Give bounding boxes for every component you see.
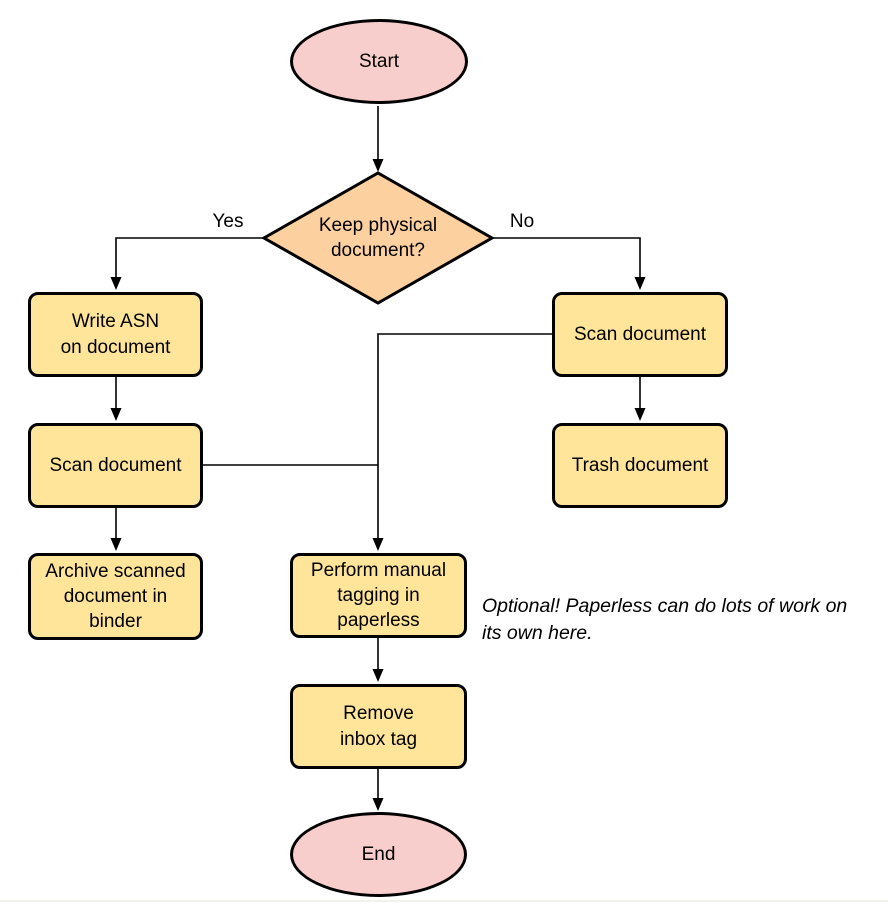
arrowhead: [372, 669, 384, 682]
edge-label-no: No: [509, 211, 535, 232]
node-perform-manual-tagging: Perform manual tagging in paperless: [290, 553, 467, 638]
arrowhead: [634, 408, 646, 421]
node-trash-document: Trash document: [552, 423, 728, 508]
edge-scanright-to-tagging: [377, 333, 552, 538]
arrowhead: [110, 408, 122, 421]
node-end: End: [290, 812, 467, 897]
arrowhead: [372, 538, 384, 551]
node-remove-inbox-tag: Remove inbox tag: [290, 684, 467, 769]
node-scan-document-right: Scan document: [552, 292, 728, 377]
edge-label-yes: Yes: [212, 211, 244, 232]
bottom-divider: [0, 900, 888, 902]
arrowhead: [110, 538, 122, 551]
node-start: Start: [290, 19, 468, 104]
arrowhead: [110, 277, 122, 290]
edge-yes-branch: [115, 237, 265, 277]
arrowhead: [634, 277, 646, 290]
node-decision-keep-physical: Keep physical document?: [318, 214, 438, 261]
optional-note: Optional! Paperless can do lots of work …: [482, 595, 848, 644]
node-write-asn-on-document: Write ASN on document: [28, 292, 203, 377]
arrowhead: [372, 159, 384, 172]
node-scan-document-left: Scan document: [28, 423, 203, 508]
edge-no-branch: [491, 237, 641, 277]
node-archive-scanned-document: Archive scanned document in binder: [28, 553, 203, 640]
arrowhead: [372, 798, 384, 811]
